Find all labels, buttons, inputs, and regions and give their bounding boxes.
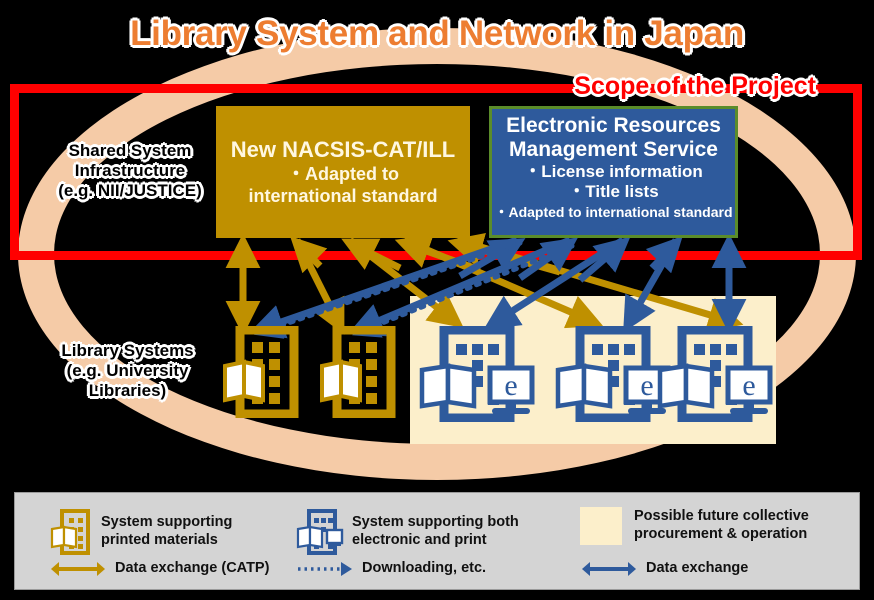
erms-bullet-standard: ・Adapted to international standard <box>494 203 733 220</box>
blue-dotted-download-arrows <box>253 240 575 339</box>
erms-bullet-license: ・License information <box>524 162 703 182</box>
erms-title-line-1: Electronic Resources <box>506 114 721 137</box>
legend-item-downloading: Downloading, etc. <box>296 559 486 579</box>
library-systems-line-2: (e.g. University <box>66 361 189 381</box>
electronic-library-building-2[interactable]: e <box>554 325 672 427</box>
legend-item-collective-procurement: Possible future collective procurement &… <box>580 507 809 545</box>
erms-title-line-2: Management Service <box>509 137 718 161</box>
blue-double-arrow-icon <box>582 562 636 576</box>
shared-system-infrastructure-label: Shared System Infrastructure (e.g. NII/J… <box>40 141 220 201</box>
erms-bullet-title-lists: ・Title lists <box>568 182 659 202</box>
library-systems-label: Library Systems (e.g. University Librari… <box>35 341 220 401</box>
legend-data-exchange-label: Data exchange <box>646 560 749 577</box>
open-book-icon <box>50 525 78 549</box>
gold-double-arrow-icon <box>51 562 105 576</box>
legend-downloading-label: Downloading, etc. <box>362 560 487 577</box>
print-building-icon <box>50 509 90 555</box>
nacsis-bullet-1-cont: international standard <box>248 185 438 206</box>
blue-arrows-up <box>458 233 747 283</box>
e-monitor-icon: e <box>725 365 773 414</box>
print-library-building-1[interactable] <box>222 325 300 423</box>
svg-text:e: e <box>640 369 653 402</box>
open-book-icon <box>419 363 477 409</box>
print-library-building-2[interactable] <box>319 325 397 423</box>
electronic-building-icon: e <box>419 325 535 423</box>
nacsis-title: New NACSIS-CAT/ILL <box>230 136 456 162</box>
open-book-icon <box>296 525 324 549</box>
cream-swatch-icon <box>580 507 622 545</box>
legend-electronic-line-2: electronic and print <box>352 532 487 548</box>
legend-panel: System supporting printed materials <box>14 492 860 590</box>
legend-printed-line-2: printed materials <box>101 532 218 548</box>
page-title: Library System and Network in Japan <box>130 14 744 53</box>
legend-catp-label: Data exchange (CATP) <box>115 560 270 577</box>
open-book-icon <box>555 363 613 409</box>
library-systems-line-3: Libraries) <box>88 381 167 401</box>
electronic-library-building-1[interactable]: e <box>418 325 536 427</box>
legend-electronic-line-1: System supporting both <box>352 514 519 531</box>
electronic-library-building-3[interactable]: e <box>656 325 774 427</box>
print-building-icon <box>320 325 396 419</box>
e-monitor-icon: e <box>487 365 535 414</box>
legend-printed-line-1: System supporting <box>101 514 233 531</box>
electronic-building-icon: e <box>555 325 671 423</box>
electronic-building-icon <box>296 509 344 555</box>
open-book-icon <box>657 363 715 409</box>
svg-text:e: e <box>742 369 755 402</box>
legend-collective-line-2: procurement & operation <box>634 526 808 542</box>
new-nacsis-cat-ill-box[interactable]: New NACSIS-CAT/ILL ・Adapted to internati… <box>216 106 470 238</box>
nacsis-bullet-1: ・Adapted to <box>287 164 399 185</box>
legend-item-printed-systems: System supporting printed materials <box>49 507 232 557</box>
open-book-icon <box>223 359 265 403</box>
scope-of-project-label: Scope of the Project <box>574 72 816 100</box>
legend-item-data-exchange-catp: Data exchange (CATP) <box>49 559 269 579</box>
shared-label-line-3: (e.g. NII/JUSTICE) <box>58 181 202 201</box>
open-book-icon <box>320 359 362 403</box>
electronic-building-icon: e <box>657 325 773 423</box>
electronic-resources-management-service-box[interactable]: Electronic Resources Management Service … <box>489 106 738 238</box>
svg-text:e: e <box>504 369 517 402</box>
shared-label-line-1: Shared System <box>68 141 192 160</box>
legend-item-data-exchange: Data exchange <box>580 559 748 579</box>
library-systems-line-1: Library Systems <box>61 341 194 360</box>
e-monitor-icon <box>325 528 344 546</box>
legend-item-electronic-systems: System supporting both electronic and pr… <box>296 507 519 557</box>
blue-dotted-arrow-icon <box>298 562 352 576</box>
print-building-icon <box>223 325 299 419</box>
legend-collective-line-1: Possible future collective <box>634 508 809 525</box>
shared-label-line-2: Infrastructure <box>74 161 186 181</box>
